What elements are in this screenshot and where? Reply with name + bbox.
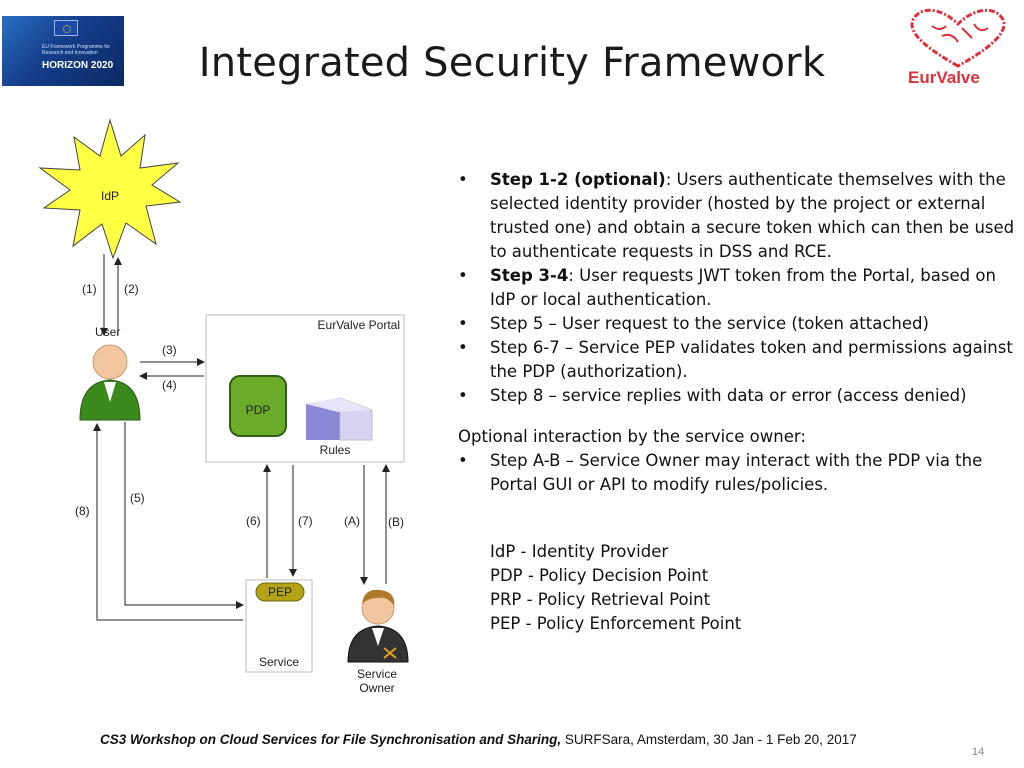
pep-box <box>255 582 305 602</box>
horizon-logo-text: HORIZON 2020 <box>42 60 114 71</box>
horizon-2020-logo: EU Framework Programme for Research and … <box>2 16 124 86</box>
list-item: • Step 3-4: User requests JWT token from … <box>458 264 1018 312</box>
optional-heading: Optional interaction by the service owne… <box>458 427 806 446</box>
step-6-label: (6) <box>246 514 261 528</box>
rules-label: Rules <box>320 443 351 457</box>
steps-list: • Step 1-2 (optional): Users authenticate… <box>458 168 1018 497</box>
bullet-icon: • <box>458 338 468 357</box>
page-number: 14 <box>972 746 985 758</box>
step-8-label: (8) <box>75 504 90 518</box>
step-5-text: Step 5 – User request to the service (to… <box>490 314 929 333</box>
service-owner-icon <box>347 589 409 663</box>
step-3-4-heading: Step 3-4 <box>490 266 569 285</box>
step-7-label: (7) <box>298 514 313 528</box>
step-2-label: (2) <box>124 282 139 296</box>
footer-event: CS3 Workshop on Cloud Services for File … <box>100 732 562 747</box>
list-item: • Step 6-7 – Service PEP validates token … <box>458 336 1018 384</box>
bullet-icon: • <box>458 170 468 189</box>
user-label: User <box>95 325 120 339</box>
arrow-5 <box>124 422 244 609</box>
list-item: • Step 1-2 (optional): Users authenticate… <box>458 168 1018 264</box>
eu-flag-icon <box>54 20 78 36</box>
rules-cube-icon <box>306 397 373 441</box>
arrow-8 <box>93 423 243 621</box>
idp-star-icon <box>38 118 182 260</box>
portal-label: EurValve Portal <box>318 318 400 332</box>
abbreviation-item: PRP - Policy Retrieval Point <box>490 590 711 609</box>
bullet-icon: • <box>458 314 468 333</box>
pep-label: PEP <box>268 585 292 599</box>
pdp-label: PDP <box>246 403 271 417</box>
slide-title: Integrated Security Framework <box>198 40 826 86</box>
step-a-label: (A) <box>344 514 360 528</box>
bullet-icon: • <box>458 266 468 285</box>
step-a-b-text: Step A-B – Service Owner may interact wi… <box>490 451 983 494</box>
step-4-label: (4) <box>162 378 177 392</box>
eurvalve-logo-text: EurValve <box>908 68 980 87</box>
step-1-2-heading: Step 1-2 (optional) <box>490 170 666 189</box>
bullet-icon: • <box>458 451 468 470</box>
user-icon <box>79 344 141 421</box>
step-b-label: (B) <box>388 515 404 529</box>
bullet-icon: • <box>458 386 468 405</box>
eurvalve-logo: EurValve <box>902 6 1014 90</box>
service-owner-label-line2: Owner <box>359 681 394 695</box>
idp-label: IdP <box>101 189 119 203</box>
abbreviation-item: PEP - Policy Enforcement Point <box>490 614 742 633</box>
step-3-4-text: : User requests JWT token from the Porta… <box>490 266 996 309</box>
footer-location: SURFSara, Amsterdam, 30 Jan - 1 Feb 20, … <box>561 732 857 747</box>
service-owner-label-line1: Service <box>357 667 397 681</box>
step-8-text: Step 8 – service replies with data or er… <box>490 386 967 405</box>
step-6-7-text: Step 6-7 – Service PEP validates token a… <box>490 338 1013 381</box>
abbreviation-item: PDP - Policy Decision Point <box>490 566 709 585</box>
pdp-box <box>229 375 287 437</box>
footer: CS3 Workshop on Cloud Services for File … <box>100 732 857 747</box>
horizon-logo-caption: EU Framework Programme for Research and … <box>42 44 111 56</box>
abbreviations-list: IdP - Identity Provider PDP - Policy Dec… <box>490 540 741 636</box>
list-item: • Step 5 – User request to the service (t… <box>458 312 1018 336</box>
service-label: Service <box>259 655 299 669</box>
abbreviation-item: IdP - Identity Provider <box>490 542 669 561</box>
step-1-label: (1) <box>82 282 97 296</box>
list-item: • Step 8 – service replies with data or e… <box>458 384 1018 408</box>
step-5-label: (5) <box>130 491 145 505</box>
step-3-label: (3) <box>162 343 177 357</box>
list-item: • Step A-B – Service Owner may interact w… <box>458 449 1018 497</box>
step-1-2-text: : Users authenticate themselves with the… <box>490 170 1015 261</box>
heart-icon <box>910 8 1006 68</box>
